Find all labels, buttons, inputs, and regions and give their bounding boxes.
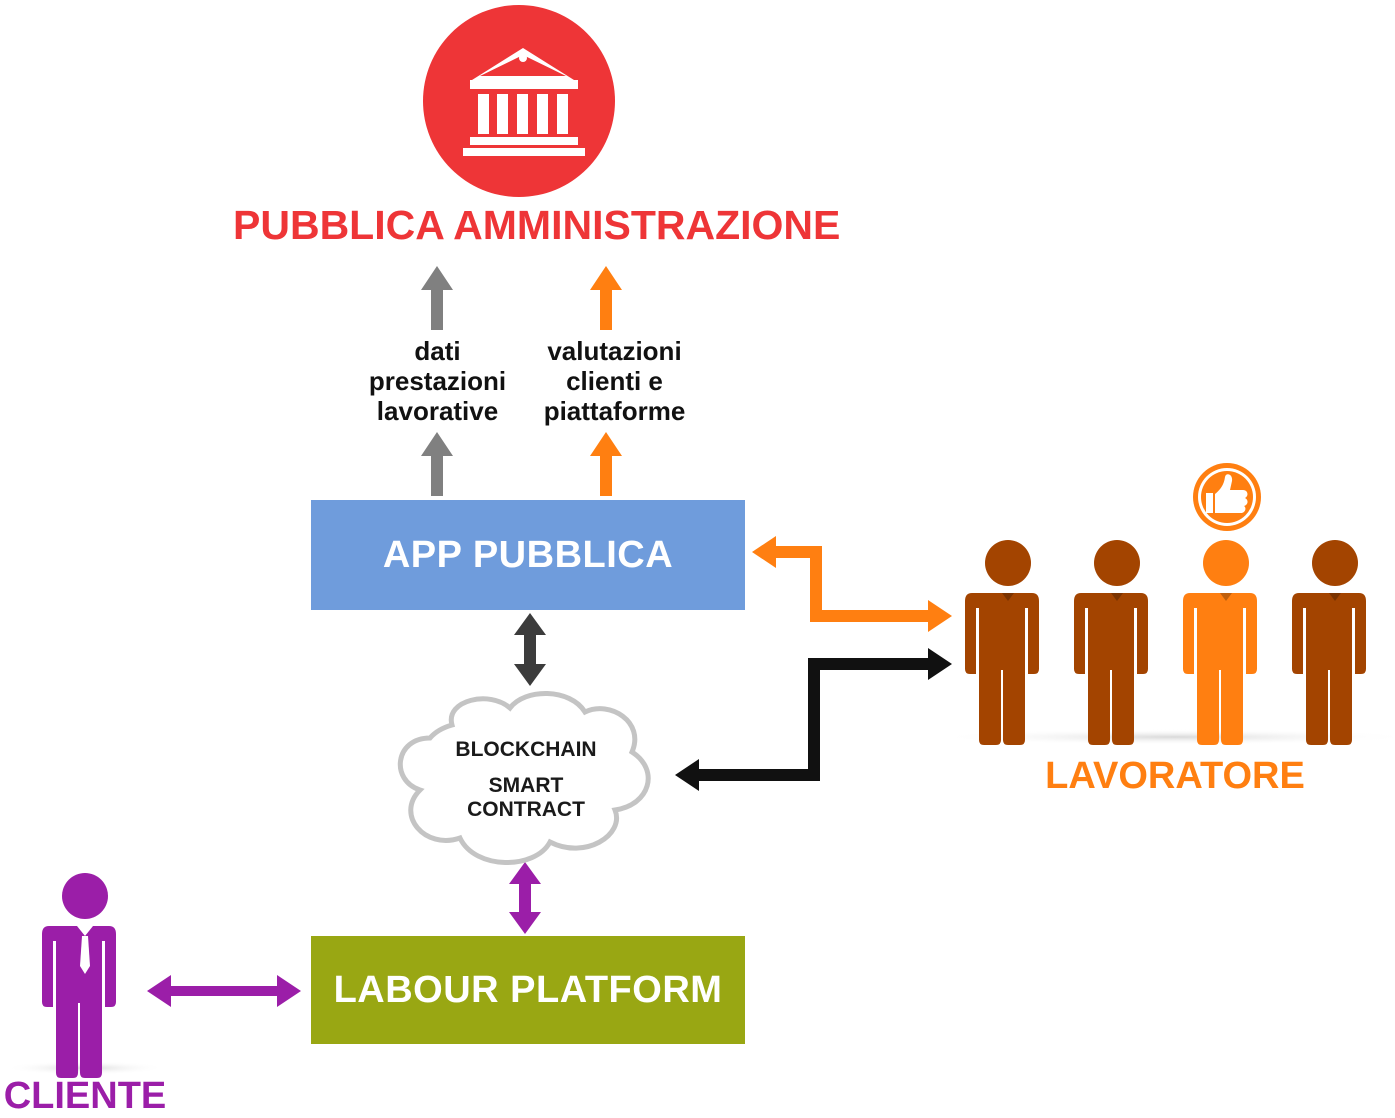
client-person-icon [42, 873, 116, 1078]
app-pubblica-box: APP PUBBLICA [311, 500, 745, 610]
rating-flow-label-line-3: piattaforme [543, 396, 686, 426]
data-flow-label-line-1: dati [414, 336, 461, 366]
worker-1-icon [965, 540, 1039, 745]
cliente-label: CLIENTE [3, 1075, 167, 1117]
blockchain-platform-double-arrow [509, 862, 541, 934]
worker-2-icon [1074, 540, 1148, 745]
app-pubblica-label: APP PUBBLICA [382, 533, 674, 576]
data-flow-label: dati prestazioni lavorative [330, 336, 545, 426]
person-icon [42, 873, 116, 1078]
thumbs-up-icon [1193, 463, 1261, 531]
data-flow-up-arrow-grey [421, 266, 453, 496]
blockchain-label-line-1: BLOCKCHAIN [455, 738, 597, 761]
client-platform-double-arrow [147, 975, 301, 1007]
lavoratore-label: LAVORATORE [1045, 755, 1305, 797]
rating-flow-label-line-2: clienti e [566, 366, 663, 396]
app-worker-double-arrow [752, 536, 952, 632]
blockchain-label-line-3: CONTRACT [467, 798, 585, 821]
public-admin-title: PUBBLICA AMMINISTRAZIONE [233, 202, 841, 248]
labour-platform-label: LABOUR PLATFORM [333, 968, 723, 1011]
rating-flow-up-arrow-orange [590, 266, 622, 496]
rating-flow-label-line-1: valutazioni [547, 336, 682, 366]
cloud-shape [397, 691, 651, 865]
blockchain-worker-double-arrow [675, 648, 952, 791]
worker-4-icon [1292, 540, 1366, 745]
worker-group-icon [965, 540, 1366, 745]
blockchain-label: BLOCKCHAIN SMART CONTRACT [416, 738, 636, 822]
government-building-icon [423, 5, 615, 197]
labour-platform-box: LABOUR PLATFORM [311, 936, 745, 1044]
app-blockchain-double-arrow [514, 613, 546, 686]
data-flow-label-line-2: prestazioni [368, 366, 507, 396]
worker-highlighted-icon [1183, 540, 1257, 745]
blockchain-label-line-2: SMART [488, 774, 564, 797]
rating-flow-label: valutazioni clienti e piattaforme [512, 336, 717, 426]
data-flow-label-line-3: lavorative [376, 396, 499, 426]
worker-ground-shadow [935, 729, 1395, 745]
